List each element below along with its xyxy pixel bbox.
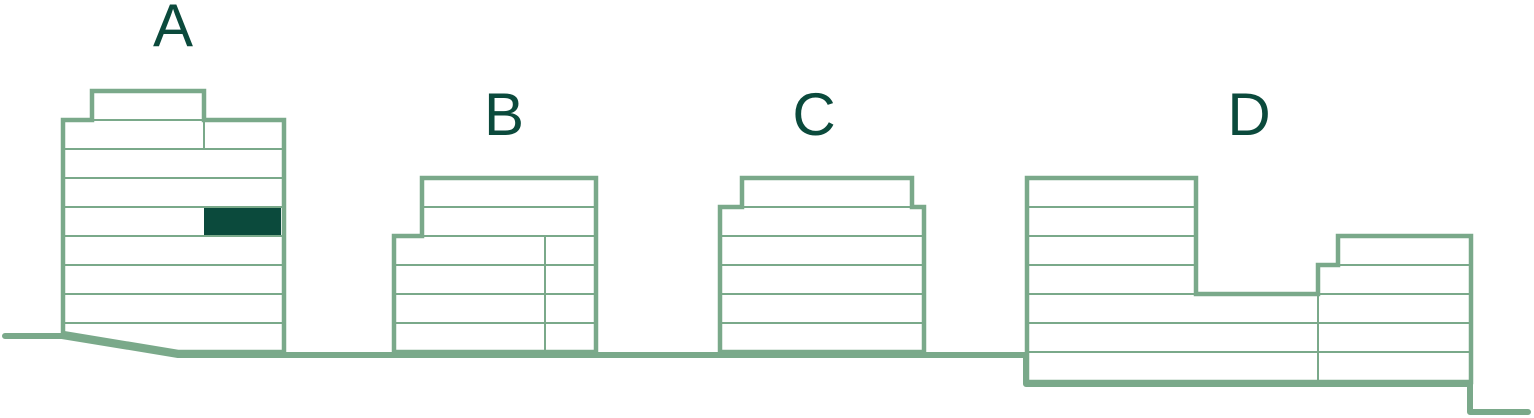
building-d-label: D xyxy=(1227,81,1270,148)
building-a-label: A xyxy=(153,0,193,59)
building-c-floor-lines xyxy=(720,206,924,324)
building-c: C xyxy=(717,81,927,355)
building-b-outline xyxy=(391,175,599,355)
building-d: D xyxy=(1024,81,1474,385)
building-d-floor-lines xyxy=(1027,206,1471,382)
building-a-floor-lines xyxy=(63,119,284,324)
building-c-label: C xyxy=(792,81,835,148)
building-a: A xyxy=(60,0,287,355)
building-b-floor-lines xyxy=(394,206,596,352)
building-a-highlighted-unit xyxy=(204,208,281,235)
ground-line xyxy=(2,333,1531,415)
building-d-outline xyxy=(1024,175,1474,385)
building-b: B xyxy=(391,81,599,355)
building-b-label: B xyxy=(484,81,524,148)
